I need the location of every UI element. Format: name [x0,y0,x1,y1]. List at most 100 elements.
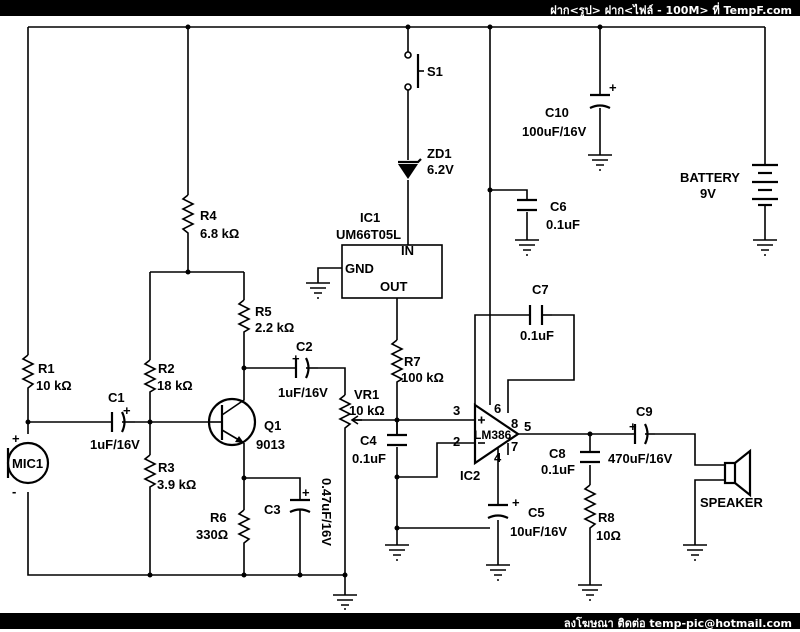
c10-value: 100uF/16V [522,124,587,139]
transistor-q1 [207,395,257,447]
c3-label: C3 [264,502,281,517]
c2-plus: + [292,351,300,366]
resistor-r4 [181,194,195,240]
capacitor-c7 [528,305,552,325]
zd1-value: 6.2V [427,162,454,177]
resistor-r2 [143,359,157,395]
c10-plus: + [609,80,617,95]
s1-label: S1 [427,64,443,79]
header-text: ฝาก<รูป> ฝาก<ไฟล์ - 100M> ที่ TempF.com [550,4,792,17]
r1-label: R1 [38,361,55,376]
r5-label: R5 [255,304,272,319]
r8-label: R8 [598,510,615,525]
ic1-gnd: GND [345,261,374,276]
r4-label: R4 [200,208,217,223]
c3-value: 0.47uF/16V [319,478,334,546]
c7-value: 0.1uF [520,328,554,343]
capacitor-c5 [487,503,509,519]
zd1-label: ZD1 [427,146,452,161]
c5-plus: + [512,495,520,510]
vr1-value: 10 kΩ [349,403,385,418]
c1-plus: + [123,403,131,418]
r2-value: 18 kΩ [157,378,193,393]
c8-value: 0.1uF [541,462,575,477]
capacitor-c4 [387,433,407,447]
q1-label: Q1 [264,418,281,433]
speaker-label: SPEAKER [700,495,763,510]
capacitor-c1 [110,411,135,433]
component-labels: S1 ZD1 6.2V C10 100uF/16V + BATTERY 9V C… [12,64,763,546]
c4-value: 0.1uF [352,451,386,466]
c10-label: C10 [545,105,569,120]
c5-label: C5 [528,505,545,520]
c4-label: C4 [360,433,377,448]
ic2-amplifier [473,402,520,466]
c9-value: 470uF/16V [608,451,673,466]
r3-value: 3.9 kΩ [157,477,196,492]
junctions [25,24,603,578]
capacitor-c8 [580,450,600,464]
resistor-r1 [21,354,35,392]
pin5-label: 5 [524,419,531,434]
c6-label: C6 [550,199,567,214]
c1-label: C1 [108,390,125,405]
c5-value: 10uF/16V [510,524,567,539]
microphone-mic1 [6,441,50,485]
c7-label: C7 [532,282,549,297]
ground-symbols [306,154,777,610]
c2-value: 1uF/16V [278,385,328,400]
r7-value: 100 kΩ [401,370,444,385]
switch-s1 [404,51,424,91]
ic1-part: UM66T05L [336,227,401,242]
pin4-label: 4 [494,450,502,465]
c3-plus: + [302,485,310,500]
battery-label: BATTERY [680,170,740,185]
ic2-label: IC2 [460,468,480,483]
r8-value: 10Ω [596,528,621,543]
resistor-r7 [390,339,404,388]
wires [27,26,766,595]
ic2-part: LM386 [474,428,512,442]
speaker-icon [723,448,752,498]
pin7-label: 7 [511,439,518,454]
r7-label: R7 [404,354,421,369]
q1-value: 9013 [256,437,285,452]
c2-label: C2 [296,339,313,354]
mic1-plus: + [12,431,20,446]
mic1-minus: - [12,484,16,499]
ic1-in: IN [401,243,414,258]
r3-label: R3 [158,460,175,475]
ic1-box [341,244,443,299]
footer-text: ลงโฆษณา ติดต่อ temp-pic@hotmail.com [563,617,792,630]
resistor-r6 [237,509,251,550]
pin2-label: 2 [453,434,460,449]
capacitor-c9 [633,423,655,445]
potentiometer-vr1 [338,394,362,440]
footer-banner: ลงโฆษณา ติดต่อ temp-pic@hotmail.com [0,613,800,630]
header-banner: ฝาก<รูป> ฝาก<ไฟล์ - 100M> ที่ TempF.com [0,0,800,17]
ic1-label: IC1 [360,210,380,225]
capacitor-c10 [589,93,611,109]
pin6-label: 6 [494,401,501,416]
ic1-out: OUT [380,279,408,294]
c1-value: 1uF/16V [90,437,140,452]
r1-value: 10 kΩ [36,378,72,393]
r6-value: 330Ω [196,527,228,542]
c9-plus: + [629,419,637,434]
r5-value: 2.2 kΩ [255,320,294,335]
pin8-label: 8 [511,416,518,431]
c6-value: 0.1uF [546,217,580,232]
zener-zd1 [398,158,422,179]
r4-value: 6.8 kΩ [200,226,239,241]
resistor-r8 [583,484,597,535]
mic1-label: MIC1 [12,456,43,471]
c8-label: C8 [549,446,566,461]
pin3-label: 3 [453,403,460,418]
battery-value: 9V [700,186,716,201]
capacitor-c3 [289,498,311,518]
resistor-r3 [143,454,157,490]
capacitor-c2 [294,357,318,379]
vr1-label: VR1 [354,387,379,402]
capacitor-c6 [517,198,537,212]
